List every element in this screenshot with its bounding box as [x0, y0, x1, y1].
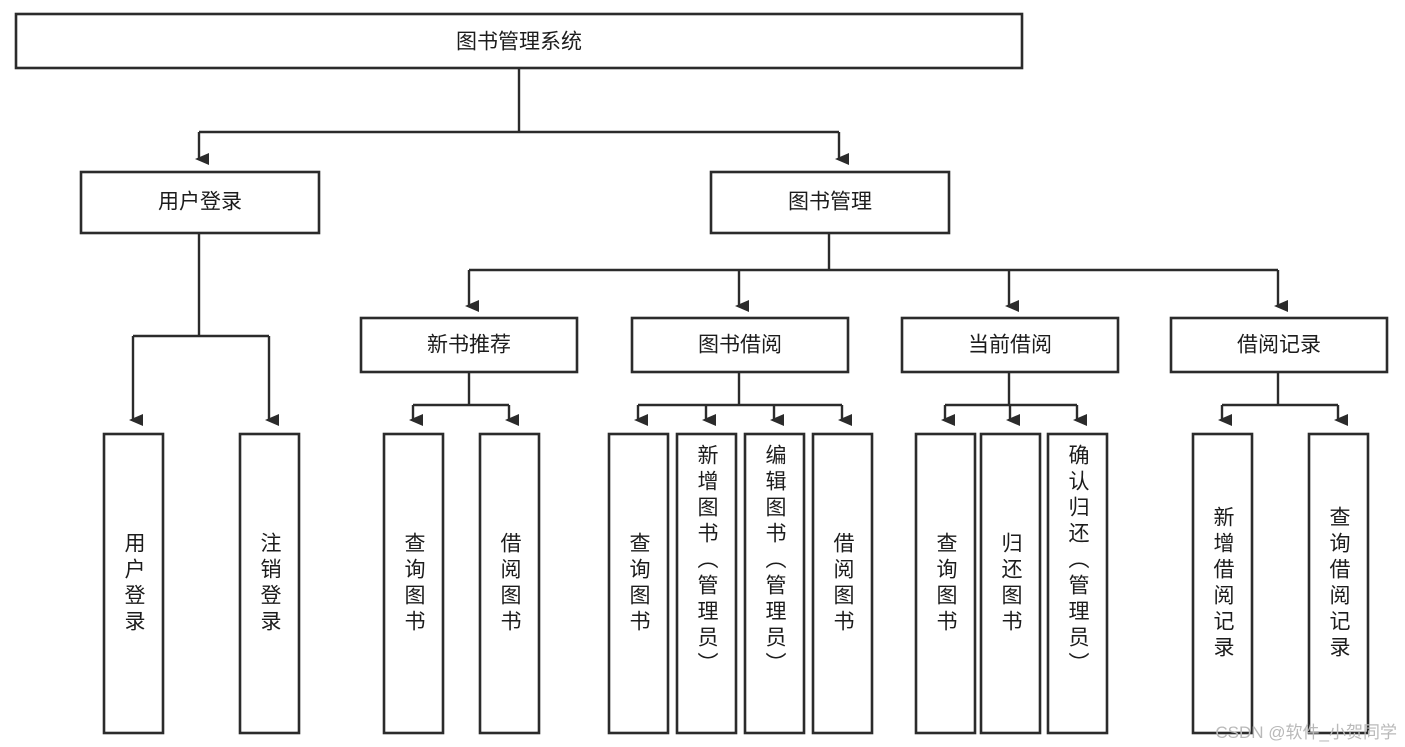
node-root-box[interactable] [14, 12, 1024, 70]
node-book-management[interactable]: 图书管理 [709, 170, 951, 235]
node-user-login-box[interactable] [79, 170, 321, 235]
node-book-borrow-label: 图书借阅 [698, 334, 782, 357]
leaf-box-book-borrow-3[interactable] [743, 432, 806, 735]
leaf-box-current-borrow-3[interactable] [1046, 432, 1109, 735]
node-root[interactable]: 图书管理系统 [14, 12, 1024, 70]
watermark-text: CSDN @软件_小贺同学 [1215, 723, 1397, 742]
node-root-label: 图书管理系统 [456, 31, 582, 54]
leaf-box-book-borrow-4[interactable] [811, 432, 874, 735]
leaf-box-user-login-1[interactable] [102, 432, 165, 735]
leaf-box-new-book-1[interactable] [382, 432, 445, 735]
leaf-box-current-borrow-2[interactable] [979, 432, 1042, 735]
node-book-borrow[interactable]: 图书借阅 [630, 316, 850, 374]
node-new-book-recommend-box[interactable] [359, 316, 579, 374]
node-book-management-label: 图书管理 [788, 191, 872, 214]
node-user-login-label: 用户登录 [158, 191, 242, 214]
node-book-management-box[interactable] [709, 170, 951, 235]
node-borrow-record-box[interactable] [1169, 316, 1389, 374]
leaf-box-book-borrow-2[interactable] [675, 432, 738, 735]
leaf-box-new-book-2[interactable] [478, 432, 541, 735]
node-current-borrow-label: 当前借阅 [968, 334, 1052, 357]
leaf-box-current-borrow-1[interactable] [914, 432, 977, 735]
node-new-book-recommend-label: 新书推荐 [427, 334, 511, 357]
connector-group [129, 68, 1348, 426]
node-borrow-record-label: 借阅记录 [1237, 334, 1321, 357]
node-new-book-recommend[interactable]: 新书推荐 [359, 316, 579, 374]
node-user-login[interactable]: 用户登录 [79, 170, 321, 235]
leaf-box-borrow-record-1[interactable] [1191, 432, 1254, 735]
leaf-box-book-borrow-1[interactable] [607, 432, 670, 735]
node-current-borrow-box[interactable] [900, 316, 1120, 374]
node-book-borrow-box[interactable] [630, 316, 850, 374]
node-current-borrow[interactable]: 当前借阅 [900, 316, 1120, 374]
node-borrow-record[interactable]: 借阅记录 [1169, 316, 1389, 374]
leaf-box-user-login-2[interactable] [238, 432, 301, 735]
leaf-box-borrow-record-2[interactable] [1307, 432, 1370, 735]
